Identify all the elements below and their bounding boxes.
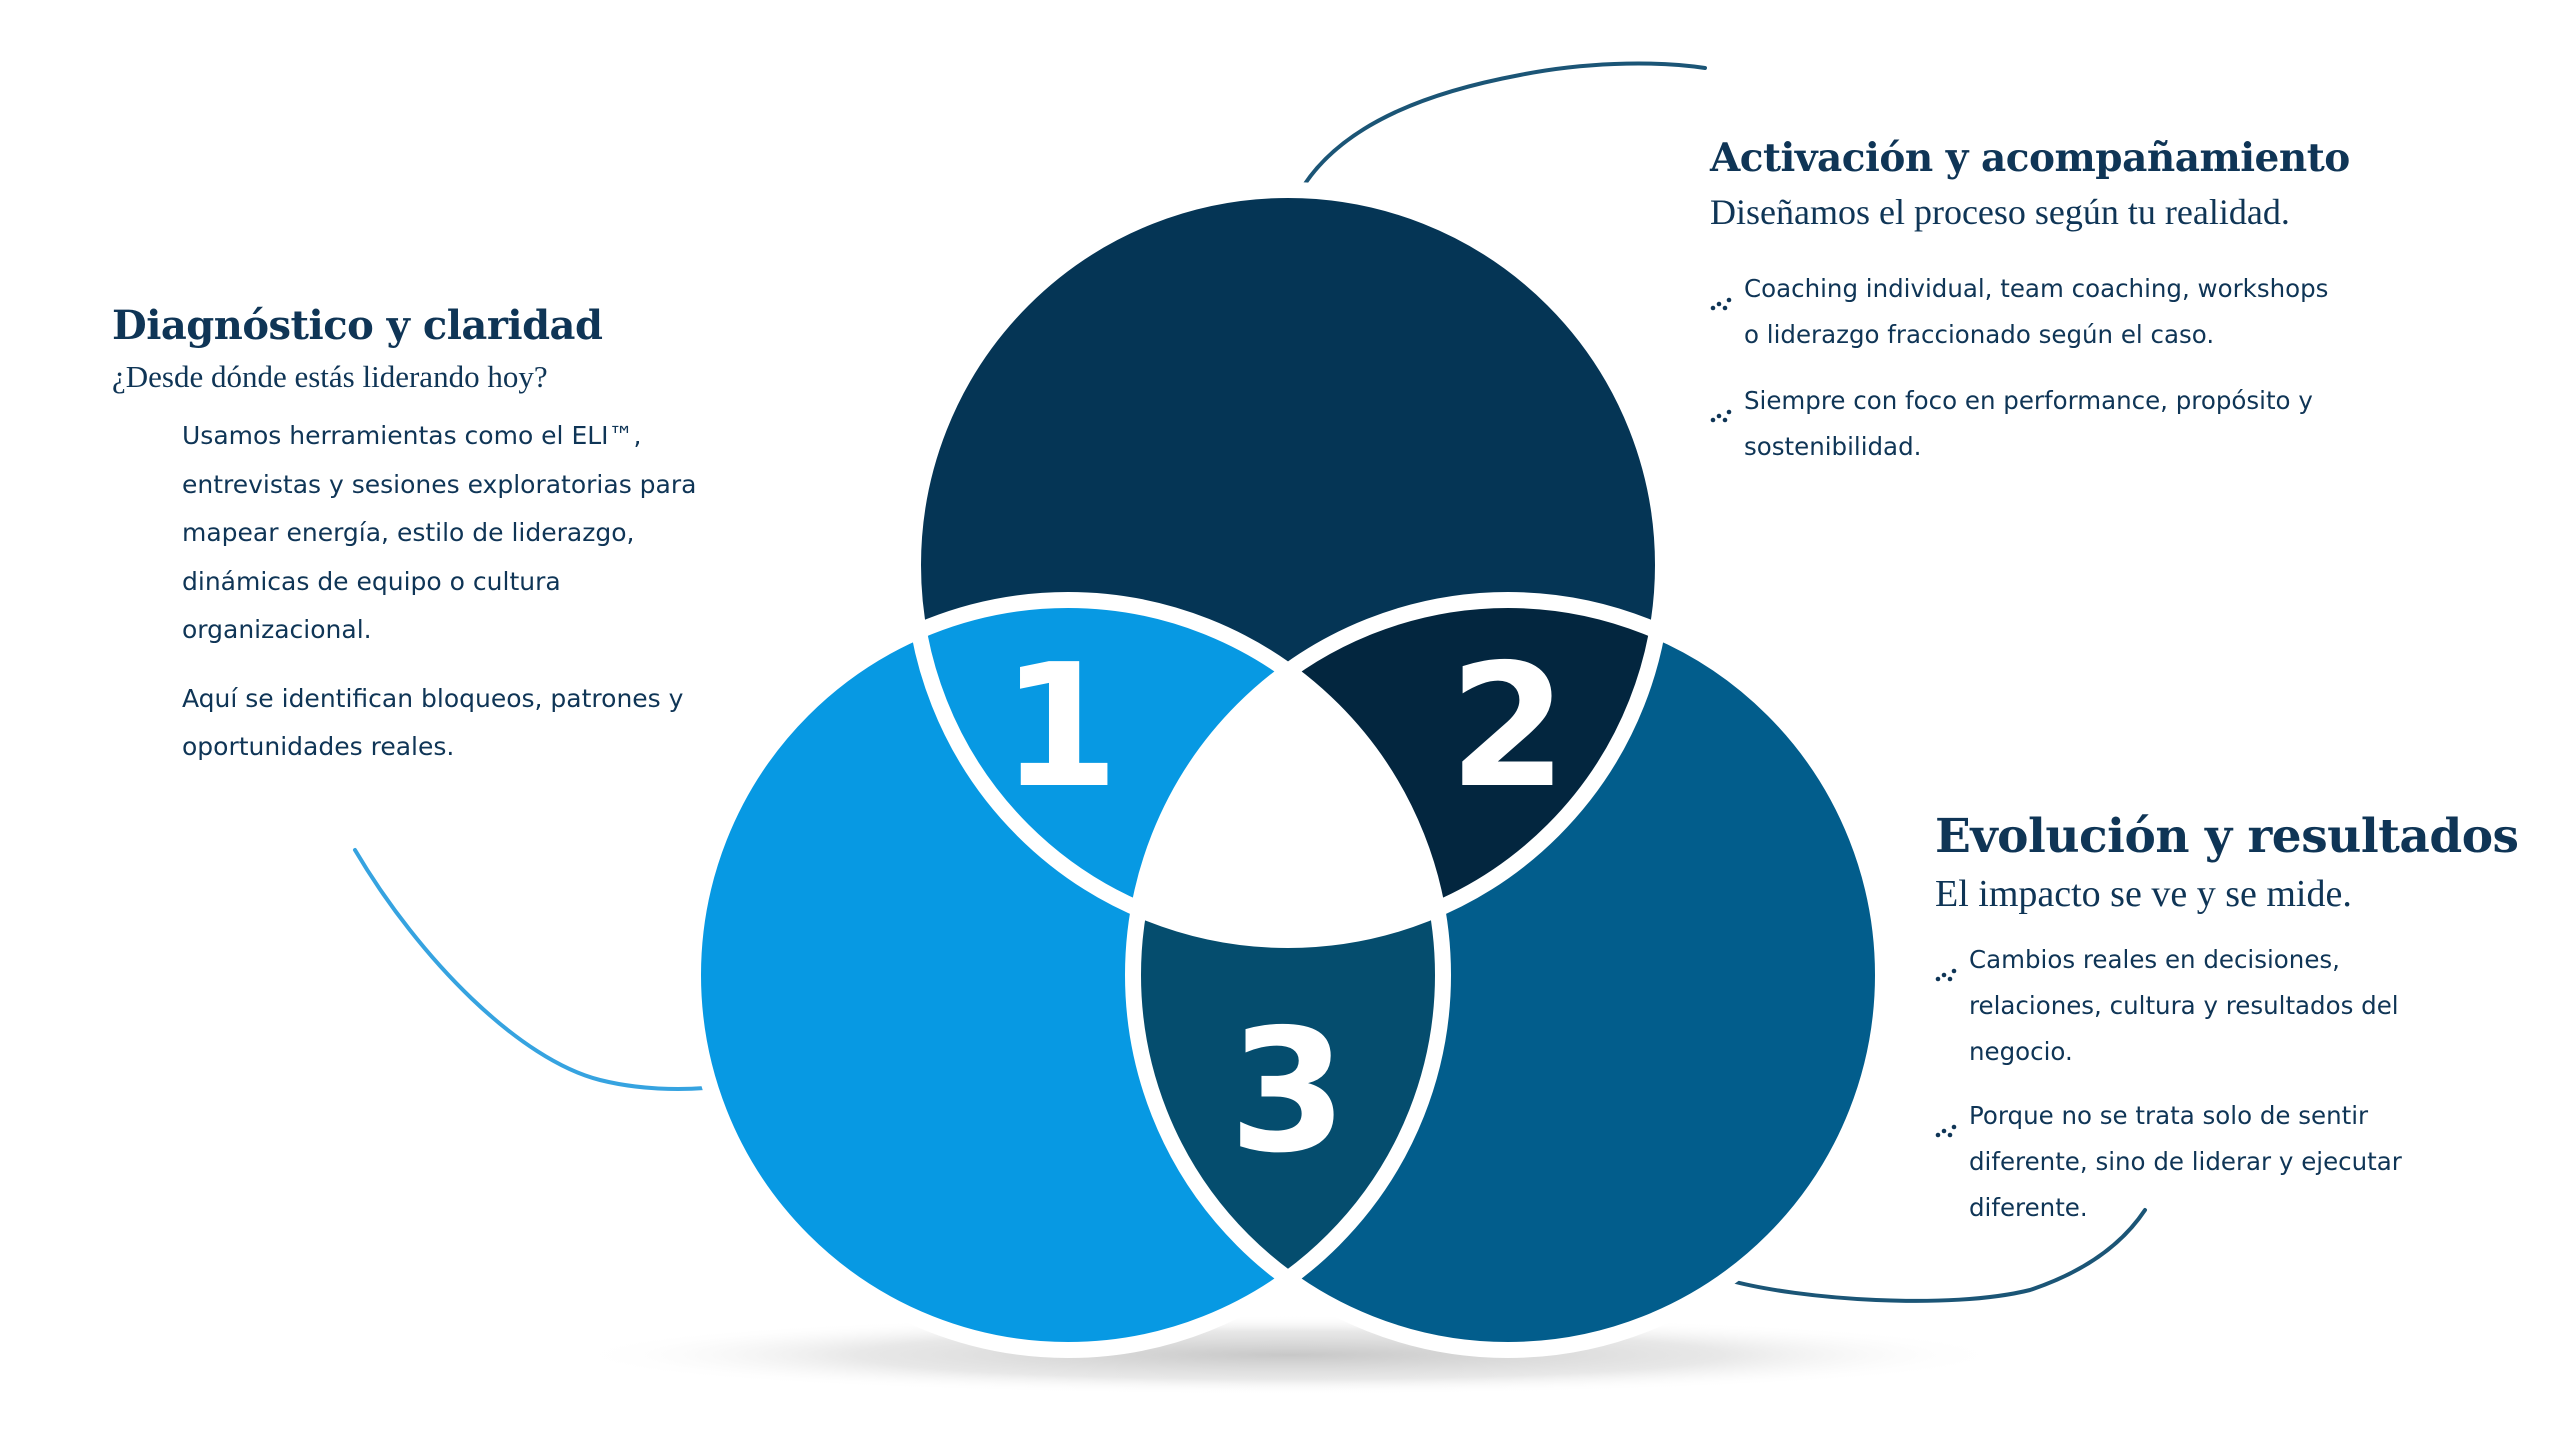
diagnostico-paragraph-1: Usamos herramientas como el ELI™, entrev… [182,421,697,644]
activacion-bullet-text: Coaching individual, team coaching, work… [1744,274,2329,349]
diagnostico-paragraph-2: Aquí se identifican bloqueos, patrones y… [182,683,684,762]
connector-curve-left [353,848,707,1092]
evolucion-title: Evolución y resultados [1935,809,2519,864]
evolucion-bullet-item: Porque no se trata solo de sentir difere… [1935,1093,2455,1231]
center-region [1133,600,1443,940]
sparkle-bullet-icon [1935,952,1957,998]
activacion-bullet-list: Coaching individual, team coaching, work… [1710,266,2350,470]
number-label-3: 3 [1229,993,1347,1191]
connector-curve-right [1726,1208,2147,1303]
evolucion-bullet-text: Cambios reales en decisiones, relaciones… [1969,945,2399,1066]
evolucion-bullet-list: Cambios reales en decisiones, relaciones… [1935,937,2455,1231]
diagnostico-body: Usamos herramientas como el ELI™, entrev… [182,412,702,772]
section-diagnostico: Diagnóstico y claridad ¿Desde dónde está… [112,300,712,772]
evolucion-bullet-item: Cambios reales en decisiones, relaciones… [1935,937,2455,1075]
ground-shadow [570,1315,2010,1395]
section-activacion: Activación y acompañamiento Diseñamos el… [1710,130,2430,470]
activacion-subtitle: Diseñamos el proceso según tu realidad. [1710,192,2290,232]
sparkle-bullet-icon [1710,281,1732,327]
circle-right-outline [1125,592,1891,1358]
number-label-1: 1 [1001,628,1119,826]
sparkle-bullet-icon [1710,393,1732,439]
circle-top-outline [905,182,1671,948]
circle-left-outline [685,592,1451,1358]
activacion-bullet-item: Coaching individual, team coaching, work… [1710,266,2350,358]
diagnostico-title: Diagnóstico y claridad [112,302,603,349]
diagnostico-subtitle: ¿Desde dónde estás liderando hoy? [112,359,548,394]
evolucion-subtitle: El impacto se ve y se mide. [1935,873,2352,915]
activacion-bullet-item: Siempre con foco en performance, propósi… [1710,378,2350,470]
activacion-title: Activación y acompañamiento [1710,135,2350,181]
activacion-bullet-text: Siempre con foco en performance, propósi… [1744,386,2313,461]
evolucion-bullet-text: Porque no se trata solo de sentir difere… [1969,1101,2402,1222]
connector-curve-top [1296,61,1707,197]
sparkle-bullet-icon [1935,1108,1957,1154]
section-evolucion: Evolución y resultados El impacto se ve … [1935,805,2545,1231]
number-label-2: 2 [1449,628,1567,826]
